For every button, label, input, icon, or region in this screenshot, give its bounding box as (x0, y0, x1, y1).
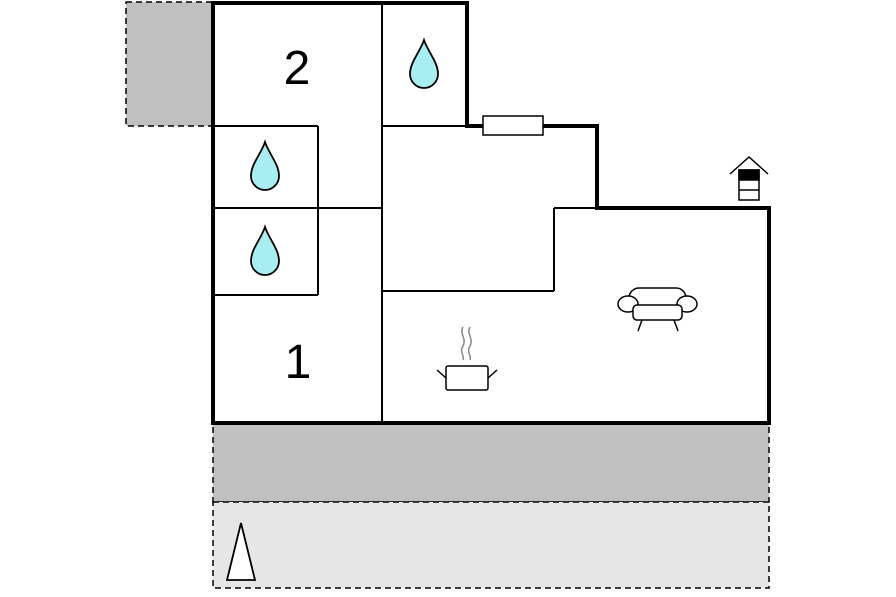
room-label-1: 1 (285, 336, 312, 389)
sofa-icon (617, 287, 698, 332)
water-drop-icon (250, 224, 280, 276)
outdoor-patio-left (125, 1, 214, 127)
garden (212, 501, 770, 589)
interior-walls (213, 3, 597, 423)
room-label-2: 2 (284, 42, 311, 95)
north-arrow-icon (225, 522, 257, 581)
cooking-pot-icon (436, 326, 498, 391)
fireplace-chimney-icon (729, 155, 769, 201)
radiator-icon (482, 115, 544, 136)
terrace (212, 422, 770, 503)
water-drop-icon (250, 139, 280, 191)
water-drop-icon (409, 37, 439, 89)
